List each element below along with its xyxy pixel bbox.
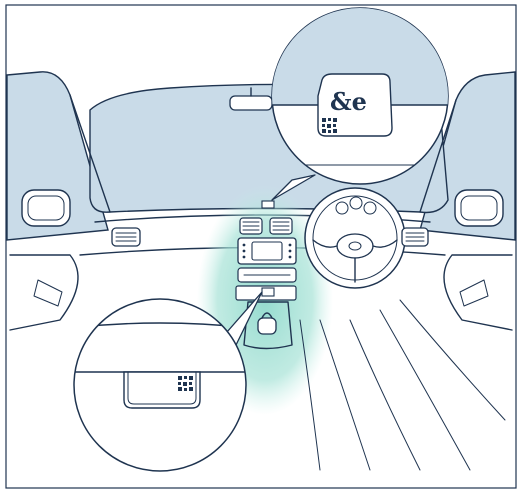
infotainment-button — [288, 243, 292, 247]
infotainment-screen — [251, 241, 283, 261]
steering-wheel — [304, 187, 406, 289]
right-door-handle — [459, 279, 489, 307]
floor-line — [399, 299, 506, 421]
infotainment-button — [288, 255, 292, 259]
rear-view-mirror — [229, 95, 273, 111]
device-logo: &e — [330, 87, 367, 116]
right-side-mirror — [454, 189, 504, 227]
floor-line — [349, 319, 421, 471]
top-callout-pointer — [271, 174, 316, 201]
infotainment-button — [242, 255, 246, 259]
infotainment-button — [288, 249, 292, 253]
right-vent-slats — [405, 232, 425, 242]
left-a-pillar — [69, 94, 111, 213]
right-a-pillar — [419, 99, 457, 213]
floor-line — [299, 319, 321, 471]
console-device-qr-code — [178, 376, 193, 391]
floor-line — [379, 309, 471, 471]
console-device-small — [261, 287, 275, 297]
left-door-handle — [33, 279, 63, 307]
frame-border — [5, 4, 517, 489]
gear-knob — [261, 312, 273, 319]
device-qr-code — [322, 118, 337, 133]
center-vent-left-slats — [242, 221, 260, 231]
floor-line — [319, 319, 371, 471]
windshield-device-small — [261, 200, 275, 209]
gear-shifter — [257, 317, 277, 335]
console-device-callout — [73, 298, 247, 472]
center-vent-right-slats — [272, 221, 290, 231]
console-device-edge — [127, 371, 197, 405]
infotainment-button — [242, 243, 246, 247]
left-side-mirror — [21, 189, 71, 227]
infotainment-button — [242, 249, 246, 253]
gear-console — [243, 301, 293, 350]
windshield-device-callout: &e — [271, 7, 449, 185]
left-side-mirror-inner — [27, 195, 65, 221]
right-door-panel — [443, 254, 513, 331]
right-side-mirror-inner — [460, 195, 498, 221]
console-device — [123, 371, 201, 409]
left-vent-slats — [115, 232, 137, 242]
left-door-panel — [9, 254, 79, 331]
